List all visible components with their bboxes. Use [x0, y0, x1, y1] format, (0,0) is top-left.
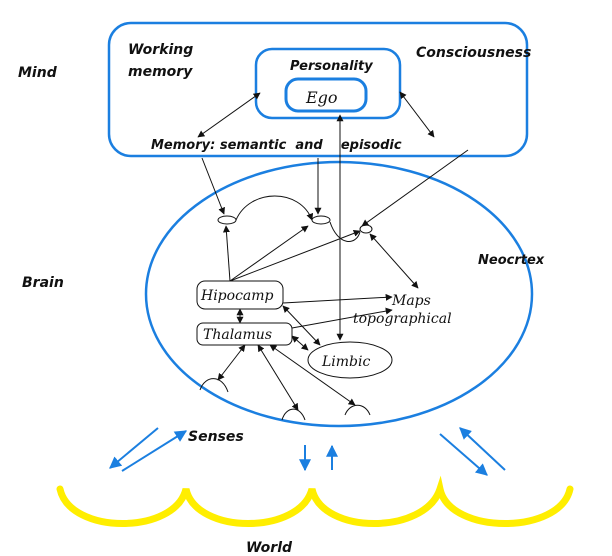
brain-level-label: Brain: [22, 275, 64, 291]
line-hippocamp-maps: [282, 293, 393, 304]
line-thalamus-maps: [291, 307, 393, 329]
world-label: World: [246, 540, 293, 556]
working-memory-label-line1: Working: [128, 42, 193, 58]
line-thalamus-sensor-right: [269, 344, 356, 406]
thalamus-label: Thalamus: [203, 327, 272, 343]
cortex-node-left: [217, 215, 237, 225]
maps-label-line2: topographical: [353, 311, 452, 327]
line-memory-to-left-node: [201, 157, 225, 215]
cortex-loop-upper: [235, 195, 314, 221]
sensor-bump-middle: [281, 408, 306, 421]
arrow-personality-consciousness: [399, 91, 435, 138]
senses-arrow-left-down: [109, 427, 159, 469]
line-thalamus-sensor-left: [217, 344, 246, 381]
cortex-node-middle: [311, 215, 331, 225]
limbic-label: Limbic: [321, 354, 370, 370]
world-arcs: [56, 475, 574, 527]
line-hippocamp-middle-node: [229, 225, 309, 282]
ego-box: [284, 77, 368, 113]
ego-label: Ego: [305, 88, 338, 107]
cortex-loop-lower: [329, 221, 361, 242]
line-consciousness-to-right-node: [361, 149, 469, 227]
line-right-node-maps: [369, 233, 419, 289]
arrow-memory-personality: [197, 92, 261, 138]
personality-label: Personality: [290, 59, 373, 74]
line-hippocamp-right-node: [229, 229, 361, 282]
senses-arrow-right-down: [439, 433, 488, 476]
personality-box: [254, 47, 402, 120]
senses-label: Senses: [188, 429, 244, 445]
working-memory-label-line2: memory: [128, 64, 193, 80]
mind-level-label: Mind: [18, 65, 58, 81]
consciousness-label: Consciousness: [416, 45, 531, 61]
line-thalamus-limbic: [291, 335, 309, 351]
line-hippocamp-left-node: [222, 225, 231, 282]
sensor-bump-left: [199, 378, 229, 393]
line-hippocamp-limbic: [282, 305, 321, 346]
hippocamp-label: Hipocamp: [200, 288, 274, 304]
senses-arrow-right-up: [459, 427, 506, 471]
line-thalamus-sensor-middle: [257, 344, 299, 411]
memory-label: Memory: semantic and episodic: [151, 138, 402, 153]
mind-box: [107, 21, 529, 158]
maps-label-line1: Maps: [391, 293, 431, 309]
cortex-node-right: [359, 224, 373, 234]
sensor-bump-right: [344, 404, 371, 416]
neocortex-label: Neocrtex: [478, 253, 545, 268]
senses-arrow-left-up: [121, 430, 188, 472]
